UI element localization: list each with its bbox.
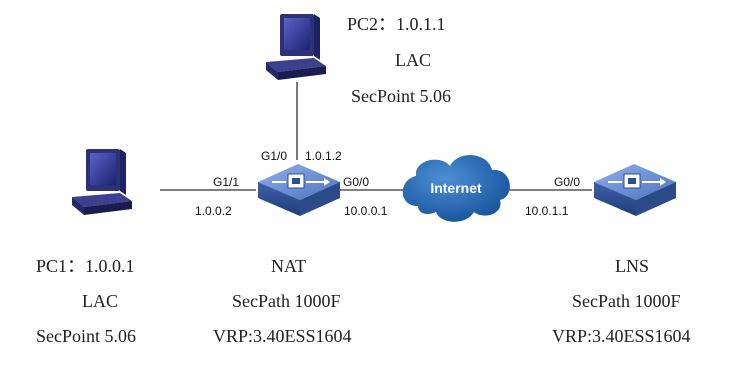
pc2-label: PC2：1.0.1.1 xyxy=(347,14,446,34)
nat-port-pc1: G1/1 xyxy=(213,175,239,189)
nat-firewall-icon xyxy=(258,164,340,216)
lns-port: G0/0 xyxy=(554,175,580,189)
pc1-model: SecPoint 5.06 xyxy=(36,326,136,346)
nat-model: SecPath 1000F xyxy=(232,291,341,311)
nat-label: NAT xyxy=(271,256,306,276)
lns-ip: 10.0.1.1 xyxy=(525,204,569,218)
lns-label: LNS xyxy=(615,256,649,276)
nat-port-internet: G0/0 xyxy=(343,175,369,189)
nat-ip-pc2: 1.0.1.2 xyxy=(305,149,342,163)
pc1-computer-icon xyxy=(72,149,132,215)
pc2-role: LAC xyxy=(395,50,431,70)
lns-model: SecPath 1000F xyxy=(572,291,681,311)
nat-ip-internet: 10.0.0.1 xyxy=(344,204,388,218)
lns-firewall-icon xyxy=(594,164,676,216)
lns-version: VRP:3.40ESS1604 xyxy=(552,326,691,346)
nat-port-pc2: G1/0 xyxy=(261,149,287,163)
nat-ip-pc1: 1.0.0.2 xyxy=(195,204,232,218)
internet-label: Internet xyxy=(430,180,482,196)
pc2-computer-icon xyxy=(266,14,326,80)
nat-version: VRP:3.40ESS1604 xyxy=(213,326,352,346)
pc2-model: SecPoint 5.06 xyxy=(351,86,451,106)
internet-cloud-icon xyxy=(402,155,510,222)
pc1-label: PC1：1.0.0.1 xyxy=(36,256,135,276)
pc1-role: LAC xyxy=(82,291,118,311)
